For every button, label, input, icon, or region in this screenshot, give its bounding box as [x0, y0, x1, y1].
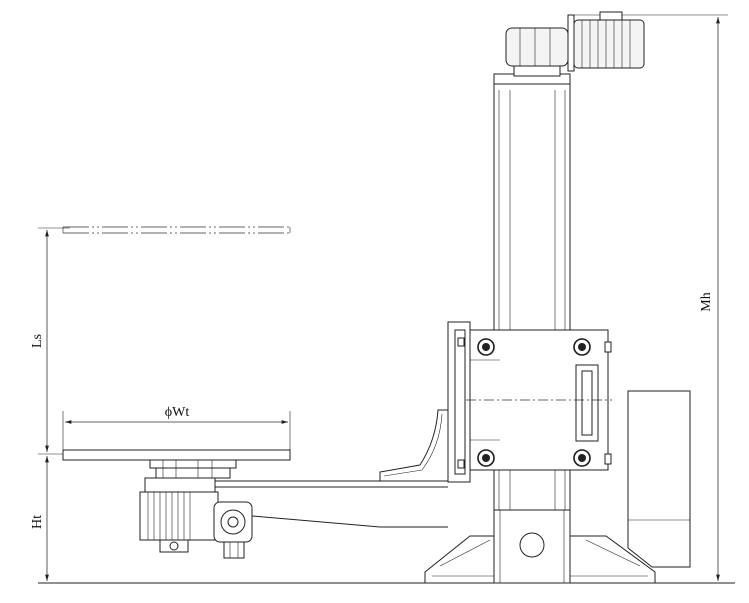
lift-motor-gearbox: [505, 11, 645, 77]
boom-arm: [215, 409, 448, 528]
ls-dimension: Ls: [30, 227, 70, 455]
base-foot: [424, 509, 656, 584]
wt-dimension: ϕWt: [62, 405, 291, 450]
ht-dimension: Ht: [30, 456, 49, 581]
ht-label: Ht: [30, 515, 45, 529]
table-raised-phantom: [62, 226, 291, 234]
worktable: [62, 449, 291, 479]
carriage: [447, 321, 612, 483]
wt-label: ϕWt: [165, 405, 190, 420]
mh-label: Mh: [699, 292, 714, 311]
carriage-rollers: [477, 338, 591, 467]
side-cabinet: [627, 390, 691, 568]
mh-dimension: Mh: [568, 14, 728, 584]
table-drive-unit: [139, 477, 253, 559]
ls-label: Ls: [30, 334, 45, 348]
carriage-fasteners: [457, 337, 612, 469]
